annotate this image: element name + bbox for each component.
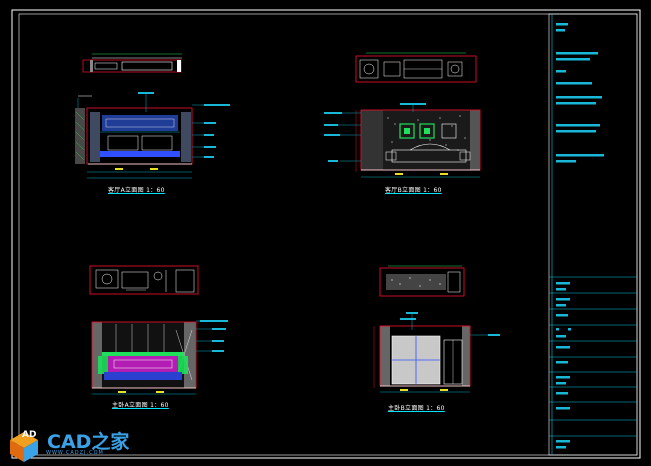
bedroom-a-elevation	[91, 320, 228, 395]
watermark-brand: CAD之家	[47, 431, 130, 453]
caption-living-a: 客厅A立面图 1：60	[108, 187, 165, 194]
watermark-url: WWW.CADZJ.COM	[46, 450, 104, 456]
inner-frame	[18, 13, 638, 456]
living-b-elevation	[324, 103, 481, 178]
cad-logo-icon	[10, 432, 38, 462]
watermark-logo-letters: AD	[22, 430, 37, 440]
title-block	[548, 13, 638, 456]
living-a-plan-strip	[82, 53, 182, 73]
bedroom-b-plan-strip	[379, 265, 465, 297]
outer-frame	[11, 9, 641, 459]
caption-living-b: 客厅B立面图 1：60	[385, 187, 442, 194]
caption-bedroom-a: 主卧A立面图 1：60	[112, 402, 169, 409]
bedroom-a-plan-strip	[89, 265, 199, 295]
bedroom-b-elevation	[373, 312, 500, 393]
caption-bedroom-b: 主卧B立面图 1：60	[388, 405, 445, 412]
living-a-elevation	[75, 92, 230, 179]
living-b-plan-strip	[355, 52, 477, 83]
